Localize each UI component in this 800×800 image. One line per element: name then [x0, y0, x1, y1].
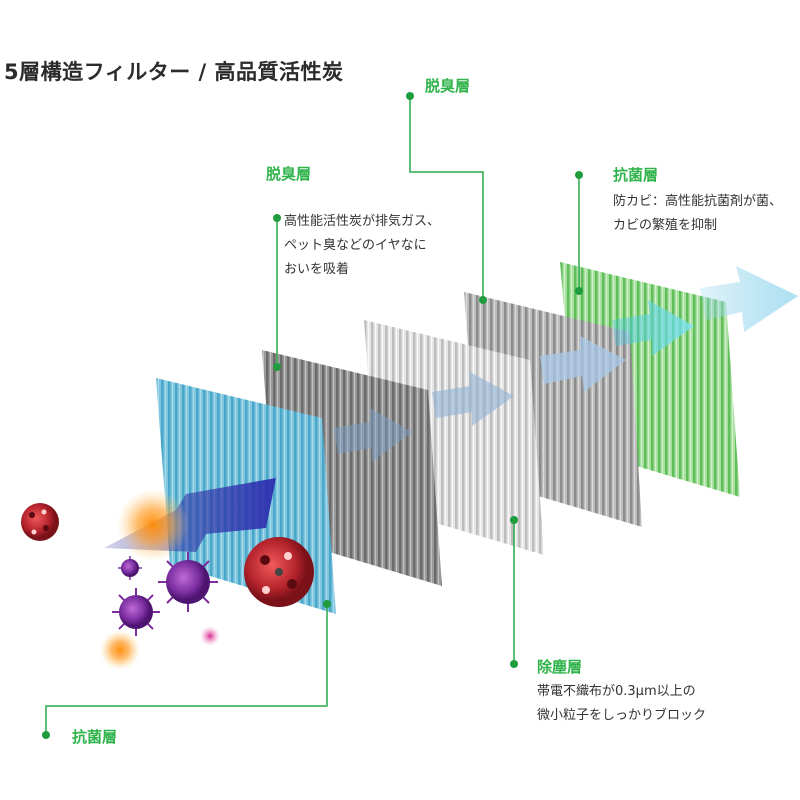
pm-particle-icon — [200, 626, 220, 646]
airflow-arrow-mid-3 — [540, 336, 626, 392]
pollen-glow-icon — [117, 489, 189, 561]
airflow-arrow-cyan — [612, 300, 694, 356]
marker-dot — [273, 363, 281, 371]
marker-dot — [406, 92, 414, 100]
layer-description-antibacterial: 防カビ：高性能抗菌剤が菌、 カビの繁殖を抑制 — [613, 194, 783, 233]
pollen-glow-icon — [100, 630, 140, 670]
marker-dot — [575, 287, 583, 295]
airflow-arrow-mid-1 — [334, 408, 412, 462]
marker-dot — [42, 731, 50, 739]
marker-dot — [510, 660, 518, 668]
airflow-arrow-mid-2 — [432, 372, 514, 426]
marker-dot — [479, 296, 487, 304]
leader-line-layer-4 — [409, 96, 484, 300]
page-title: 5層構造フィルター / 高品質活性炭 — [4, 60, 344, 84]
layer-label-antibacterial-back: 抗菌層 — [613, 166, 659, 184]
marker-dot — [273, 214, 281, 222]
layer-label-antibacterial-front: 抗菌層 — [72, 728, 118, 746]
layer-label-dust: 除塵層 — [537, 658, 583, 676]
airflow-arrow-exit — [700, 266, 798, 332]
layer-label-deodorizing-top: 脱臭層 — [425, 77, 471, 95]
marker-dot — [575, 171, 583, 179]
layer-label-deodorizing: 脱臭層 — [266, 165, 312, 183]
layer-description-dust: 帯電不織布が0.3μm以上の 微小粒子をしっかりブロック — [537, 684, 707, 723]
virus-purple-small-icon — [118, 556, 142, 580]
layer-description-deodorizing: 高性能活性炭が排気ガス、 ペット臭などのイヤなに おいを吸着 — [284, 214, 441, 277]
leader-line-layer-1 — [45, 604, 328, 735]
virus-red-small-icon — [21, 503, 59, 541]
marker-dot — [510, 516, 518, 524]
virus-red-large-icon — [244, 537, 314, 607]
marker-dot — [323, 600, 331, 608]
virus-purple-icon — [112, 588, 160, 636]
virus-purple-icon — [158, 552, 218, 612]
